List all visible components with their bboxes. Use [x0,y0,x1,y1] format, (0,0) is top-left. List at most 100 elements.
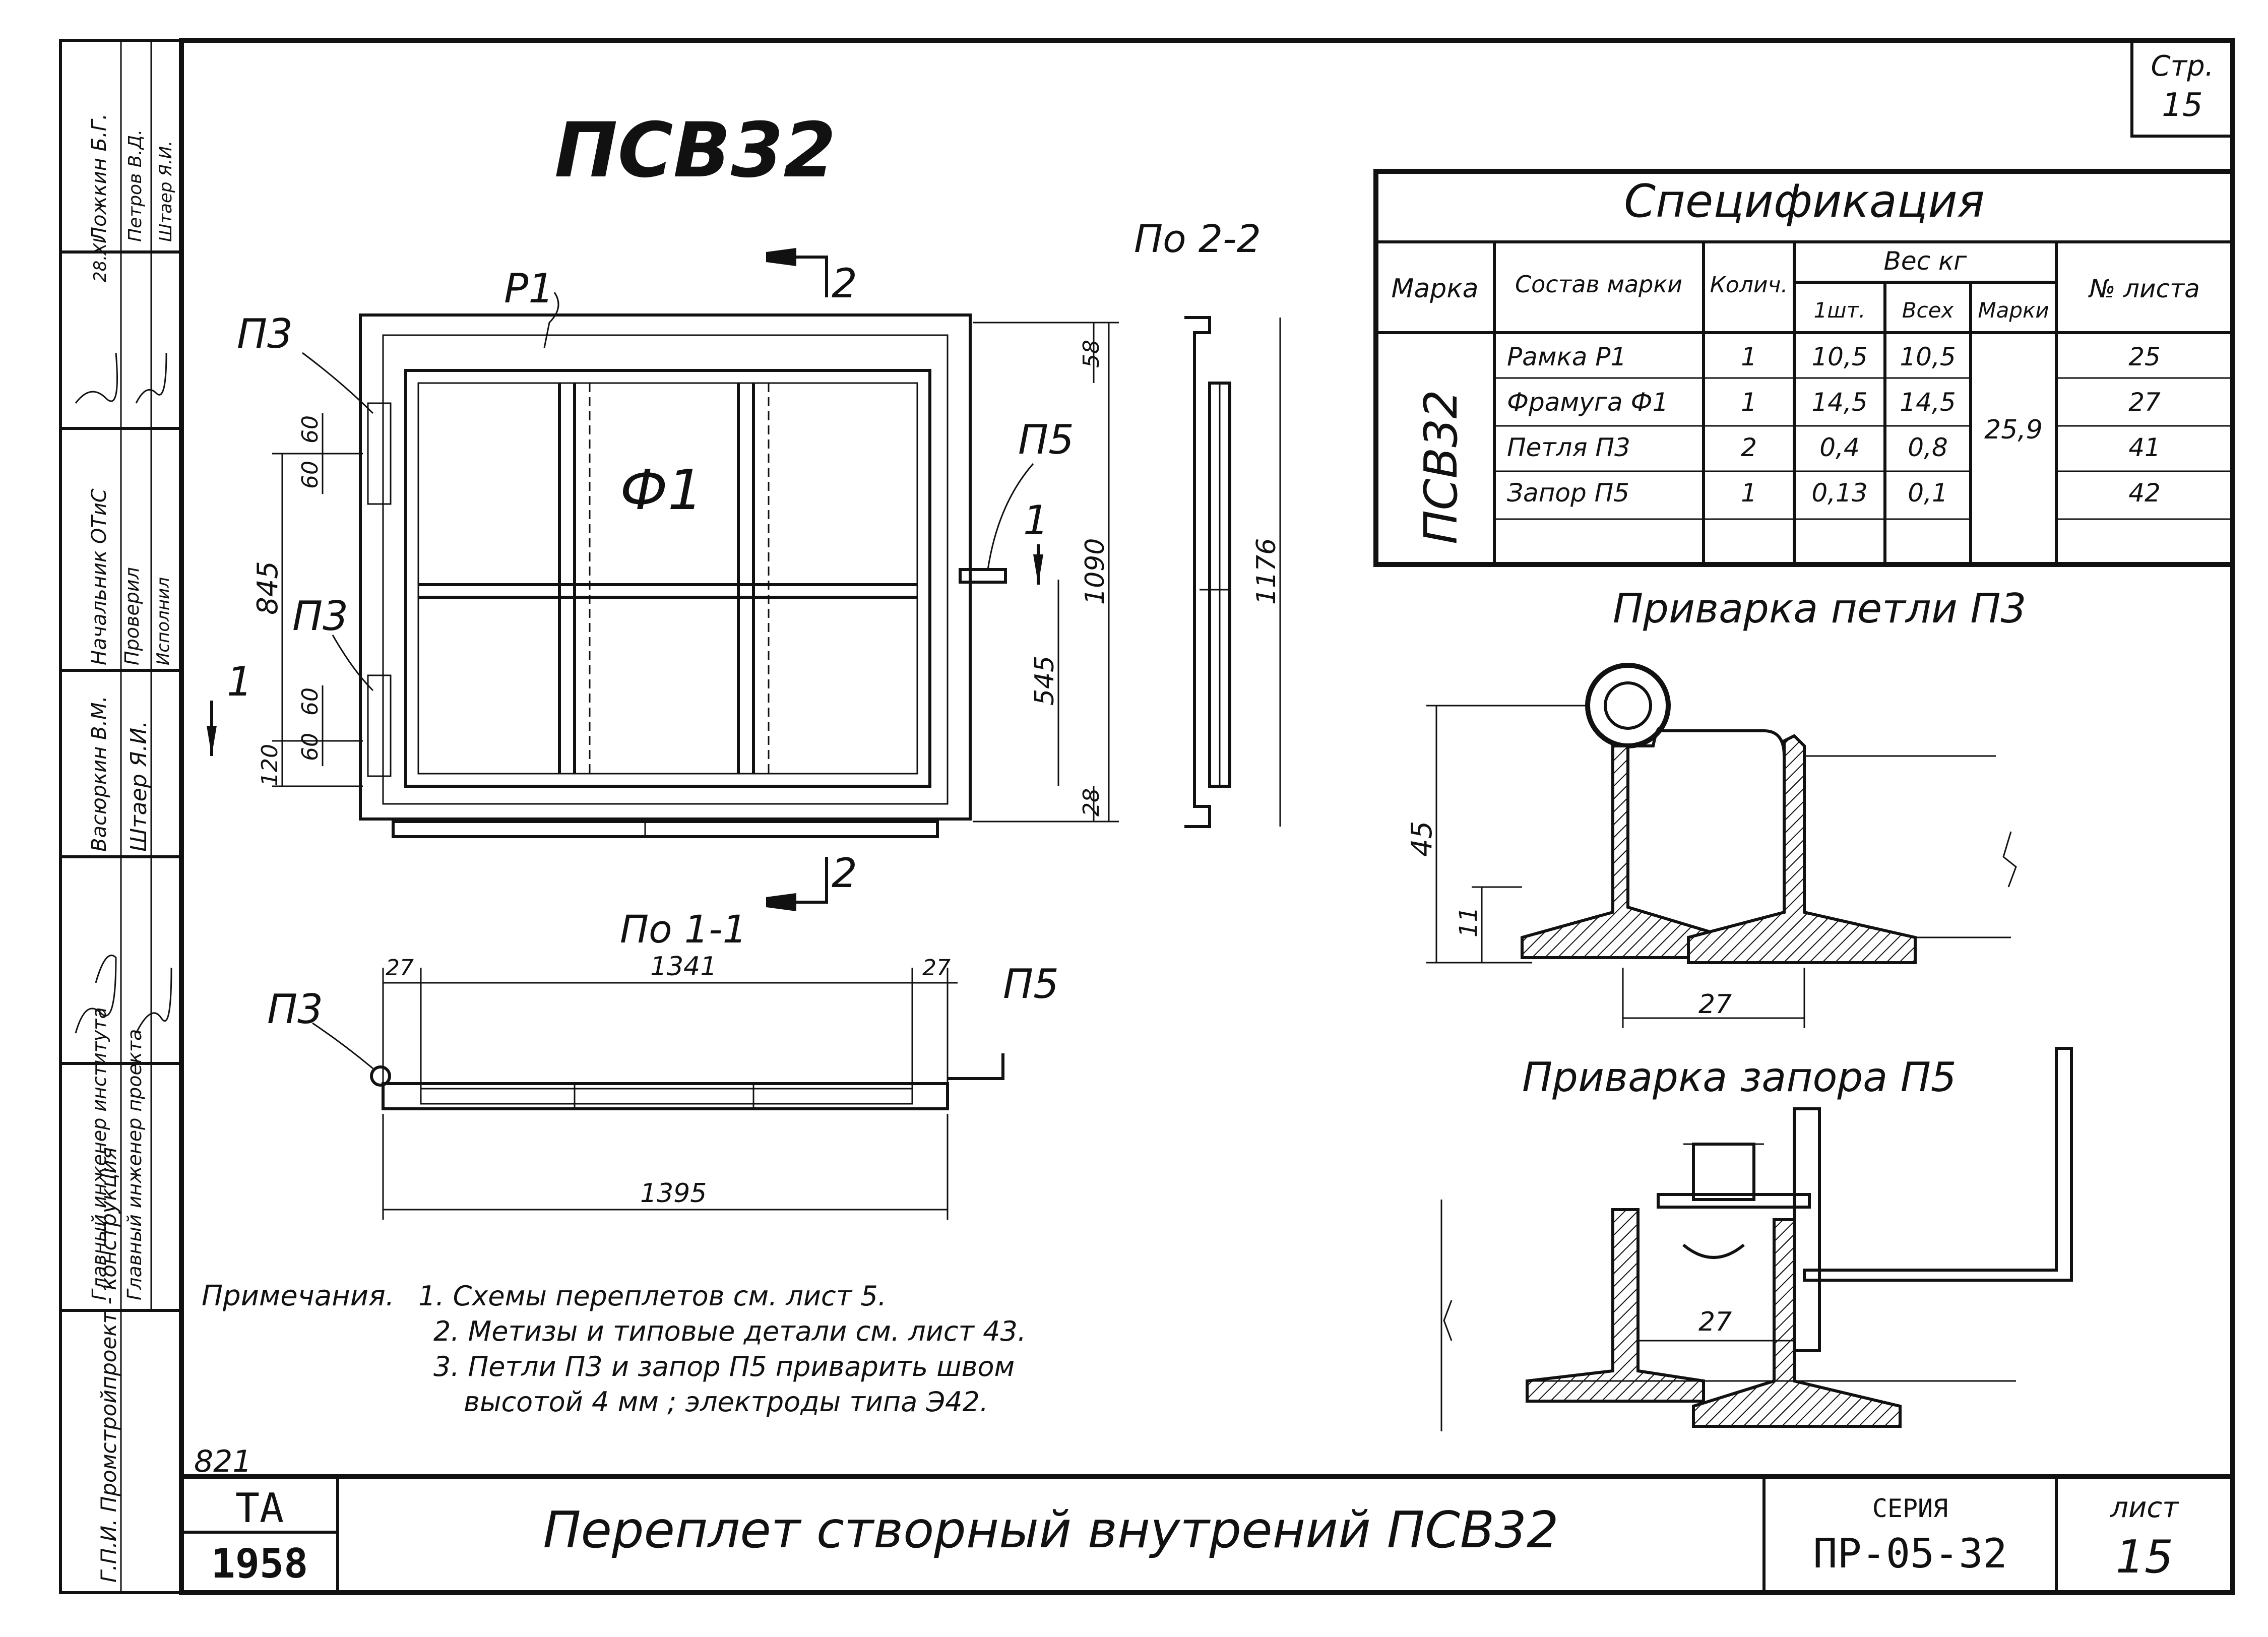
dim-60b: 60 [297,461,323,489]
spec-row: Фрамуга Ф1 1 14,5 14,5 27 [1507,388,2161,417]
window-elevation [359,313,1007,838]
stamp-name-vasyurkin: Васюркин В.М. [88,696,111,852]
stamp-executed: Исполнил [153,577,173,665]
spec-row: Рамка Р1 1 10,5 10,5 25 [1507,342,2161,371]
spec-header-qty: Колич. [1710,272,1788,298]
dim-58: 58 [1079,340,1104,368]
stamp-date: 28.XI [90,238,110,282]
note-item: 3. Петли П3 и запор П5 приварить швом [433,1351,1015,1382]
spec-title: Спецификация [1624,175,1985,228]
title-block-title: Переплет створный внутрений ПСВ32 [543,1500,1558,1559]
spec-row-sheet: 25 [2128,342,2161,371]
latch-detail-title: Приварка запора П5 [1522,1054,1957,1101]
stamp-org: Г.П.И. Промстройпроект - конструкция [96,1147,121,1583]
spec-header-composition: Состав марки [1515,271,1682,298]
label-f1: Ф1 [620,458,703,522]
note-item: 1. Схемы переплетов см. лист 5. [418,1280,887,1312]
spec-row-one: 0,4 [1819,433,1860,462]
plan-view [370,968,1004,1220]
label-p1: Р1 [504,265,554,312]
left-dimensions [272,413,363,787]
label-p5: П5 [1018,416,1074,463]
side-section [1184,316,1231,828]
dim-60a: 60 [297,415,323,444]
right-dimensions [973,318,1281,827]
page-box-number: 15 [2162,87,2202,124]
stamp-name-shtaer2: Штаер Я.И. [156,141,176,242]
view-2-2-label: По 2-2 [1134,216,1261,261]
drawing-main-title: ПСВ32 [554,107,836,195]
page-box-label: Стр. [2151,50,2214,83]
note-item: высотой 4 мм ; электроды типа Э42. [464,1386,988,1418]
spec-row-name: Рамка Р1 [1507,342,1626,371]
page-number-box: Стр. 15 [2130,40,2233,138]
spec-header-w-mark: Марки [1978,298,2049,323]
stamp-name-shtaer1: Штаер Я.И. [126,721,152,852]
spec-mark-value: ПСВ32 [1415,390,1468,544]
plan-label-p5: П5 [1003,961,1059,1008]
spec-row-qty: 1 [1741,342,1757,371]
dim-120: 120 [257,744,283,786]
section-1-left: 1 [227,658,253,705]
spec-row-all: 0,8 [1908,433,1948,462]
dim-28: 28 [1079,788,1104,816]
spec-row-qty: 1 [1741,388,1757,417]
plan-label-p3: П3 [267,986,323,1033]
stamp-chief-institute: Главный инженер института [88,1007,110,1300]
dim-27a: 27 [386,955,414,981]
spec-row-name: Петля П3 [1507,433,1630,462]
notes-heading: Примечания. [202,1280,395,1312]
spec-header-w-one: 1шт. [1814,298,1866,323]
signature-3 [75,352,118,404]
dim-545: 545 [1030,656,1060,706]
dim-27b: 27 [922,955,951,981]
latch-detail [1440,1047,2073,1431]
spec-row-qty: 2 [1741,433,1757,462]
stamp-name-lozhkin: Ложкин Б.Г. [88,113,111,243]
dim-1341: 1341 [650,952,717,982]
dim-845: 845 [251,561,284,615]
spec-header-w-all: Всех [1902,298,1955,323]
dim-1090: 1090 [1080,538,1110,605]
title-block-sheet-label: лист [2110,1491,2179,1524]
dim-1176: 1176 [1251,538,1282,605]
hinge-detail [1426,663,2017,1028]
stamp-checked: Проверил [121,567,143,665]
spec-row-one: 10,5 [1811,342,1867,371]
title-block-org: ТА [235,1485,284,1532]
spec-row-all: 14,5 [1900,388,1956,417]
section-1-right: 1 [1023,497,1049,544]
dim-11: 11 [1455,907,1483,937]
title-block-series-label: СЕРИЯ [1872,1494,1948,1523]
side-stamp [60,40,181,1593]
title-block-series: ПР-05-32 [1813,1530,2007,1577]
label-p3-top: П3 [237,310,293,357]
spec-row-sheet: 42 [2128,478,2161,508]
stamp-head-label: Начальник ОТиС [88,488,111,665]
spec-row-one: 0,13 [1811,478,1867,508]
title-block-sheet: 15 [2116,1531,2174,1584]
dim-60c: 60 [297,687,323,716]
section-2-bottom: 2 [832,850,857,897]
spec-row: Петля П3 2 0,4 0,8 41 [1507,433,2161,462]
dim-27d: 27 [1698,1307,1732,1337]
spec-mark-weight: 25,9 [1984,415,2043,445]
section-2-top: 2 [832,260,857,307]
spec-row-sheet: 41 [2128,433,2161,462]
dim-1395: 1395 [640,1178,707,1209]
spec-row-all: 10,5 [1900,342,1956,371]
view-1-1-label: По 1-1 [620,907,747,952]
spec-row-qty: 1 [1741,478,1757,508]
hinge-detail-title: Приварка петли П3 [1613,585,2026,632]
signature-1 [75,955,117,1034]
spec-header-mark: Марка [1391,274,1478,304]
note-item: 2. Метизы и типовые детали см. лист 43. [433,1315,1026,1347]
spec-row-sheet: 27 [2128,388,2161,417]
dim-45: 45 [1406,821,1438,857]
signature-2 [135,967,172,1034]
title-block [181,1474,2233,1593]
label-p3-mid: П3 [292,593,348,640]
signature-4 [135,352,167,404]
dim-60d: 60 [297,733,323,761]
title-block-code: 821 [194,1444,252,1479]
